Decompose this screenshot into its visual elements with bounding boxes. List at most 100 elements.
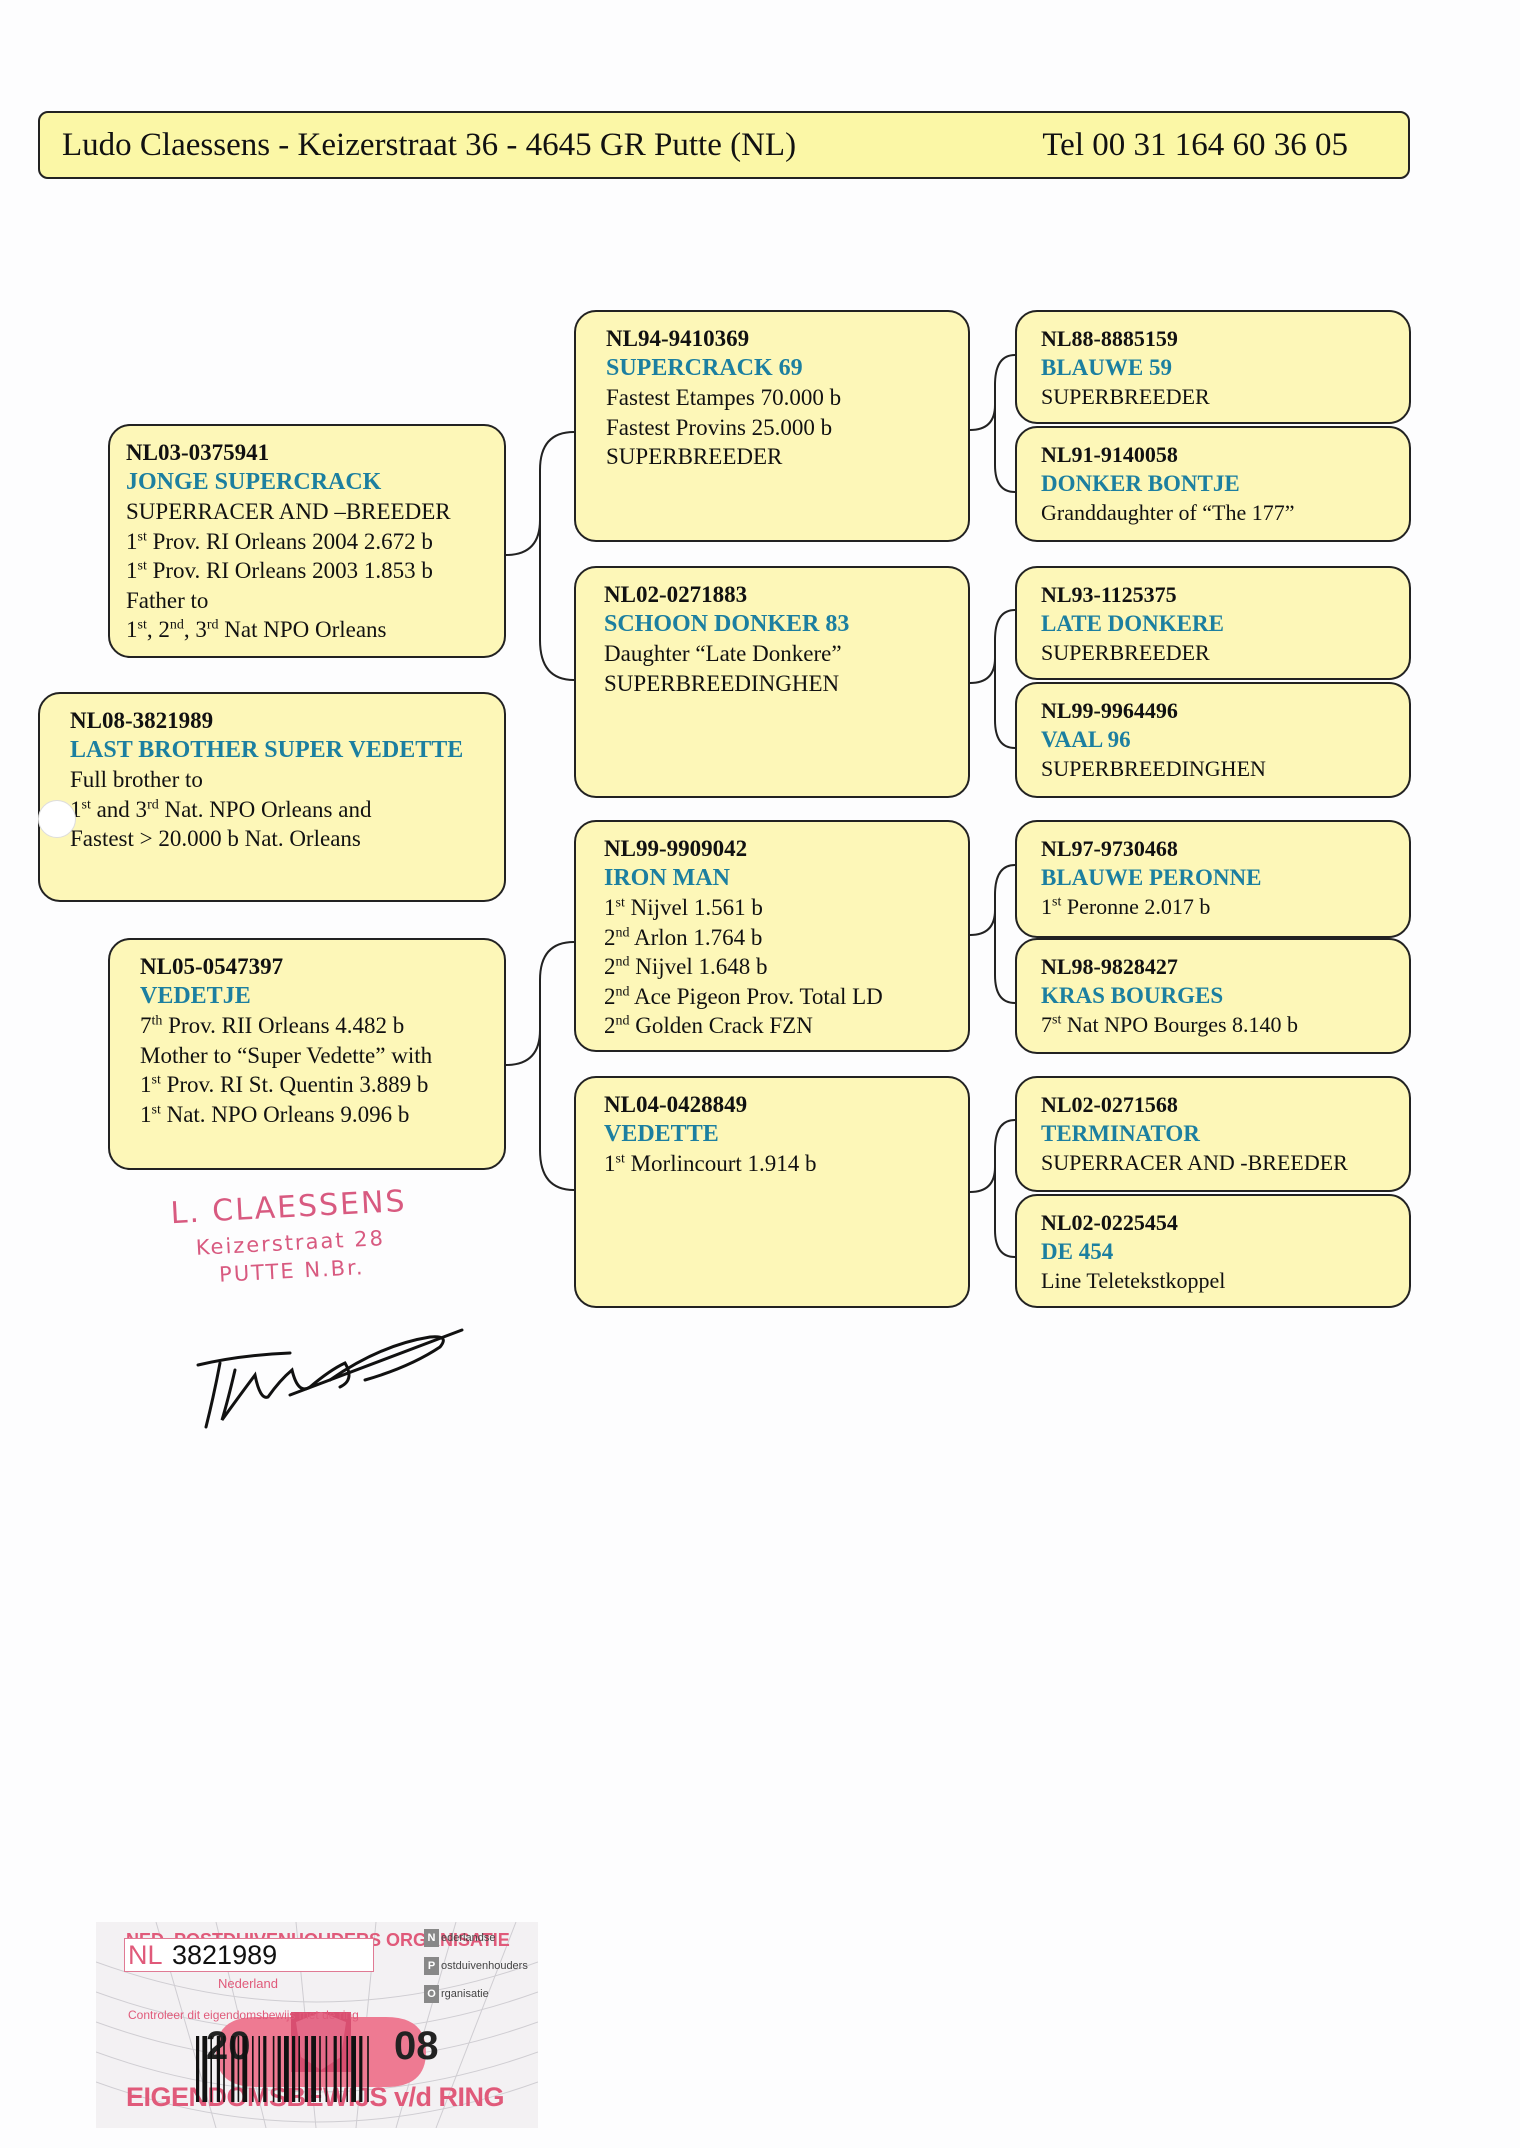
pigeon-note: 7th Prov. RII Orleans 4.482 b [140, 1013, 405, 1038]
npo-word: rganisatie [441, 1988, 489, 2000]
pigeon-note: 1st Morlincourt 1.914 b [604, 1151, 817, 1176]
grandparent-card: NL02-0271883 SCHOON DONKER 83 Daughter “… [574, 566, 970, 798]
pigeon-note: 1st Peronne 2.017 b [1041, 894, 1211, 919]
barcode-bar [216, 2036, 220, 2102]
npo-letter: N [424, 1929, 439, 1947]
pigeon-note: Mother to “Super Vedette” with [140, 1042, 433, 1068]
signature-mark [196, 1328, 464, 1429]
pigeon-note: 1st Prov. RI Orleans 2004 2.672 b [126, 528, 433, 554]
pigeon-note: Line Teletekstkoppel [1041, 1268, 1226, 1293]
npo-letter: P [424, 1957, 439, 1975]
pigeon-note: SUPERRACER AND -BREEDER [1041, 1150, 1348, 1175]
pigeon-name: VEDETJE [140, 982, 251, 1009]
barcode-bar [237, 2036, 240, 2102]
pigeon-note: Fastest > 20.000 b Nat. Orleans [70, 826, 361, 851]
pigeon-note: SUPERBREEDINGHEN [604, 670, 840, 696]
pigeon-ring-id: NL08-3821989 [70, 708, 214, 733]
pigeon-name: IRON MAN [604, 864, 730, 891]
father-card: NL03-0375941 JONGE SUPERCRACK SUPERRACER… [108, 424, 506, 658]
barcode-bar [231, 2036, 235, 2102]
great-grandparent-card: NL98-9828427 KRAS BOURGES 7st Nat NPO Bo… [1015, 938, 1411, 1054]
pigeon-note: 1st Prov. RI Orleans 2003 1.853 b [126, 558, 433, 583]
pigeon-ring-id: NL91-9140058 [1041, 442, 1178, 467]
pigeon-note: Granddaughter of “The 177” [1041, 500, 1295, 525]
great-grandparent-card: NL02-0271568 TERMINATOR SUPERRACER AND -… [1015, 1076, 1411, 1192]
pigeon-note: 2nd Arlon 1.764 b [604, 924, 763, 950]
barcode-bar [242, 2036, 248, 2102]
pigeon-note: 2nd Golden Crack FZN [604, 1013, 813, 1038]
barcode-bar [325, 2036, 328, 2102]
pigeon-ring-id: NL02-0271568 [1041, 1092, 1178, 1117]
breeder-address: Ludo Claessens - Keizerstraat 36 - 4645 … [62, 127, 797, 163]
pigeon-note: 1st Nijvel 1.561 b [604, 895, 763, 920]
subject-card: NL08-3821989 LAST BROTHER SUPER VEDETTE … [38, 692, 506, 902]
barcode-bar [319, 2036, 321, 2102]
barcode-bar [367, 2036, 369, 2102]
mother-card: NL05-0547397 VEDETJE 7th Prov. RII Orlea… [108, 938, 506, 1170]
ring-year-emblem [216, 2012, 426, 2087]
pigeon-note: SUPERBREEDER [606, 444, 783, 469]
pigeon-note: Father to [126, 587, 209, 613]
npo-letter: O [424, 1985, 439, 2003]
pigeon-note: 1st, 2nd, 3rd Nat NPO Orleans [126, 617, 387, 642]
pigeon-ring-id: NL05-0547397 [140, 954, 284, 979]
pigeon-ring-id: NL99-9964496 [1041, 698, 1178, 723]
breeder-phone: Tel 00 31 164 60 36 05 [1042, 127, 1348, 163]
ring-number-box [124, 1938, 374, 1972]
great-grandparent-card: NL93-1125375 LATE DONKERE SUPERBREEDER [1015, 566, 1411, 680]
barcode-bar [333, 2036, 337, 2102]
punch-hole [38, 800, 76, 838]
pigeon-ring-id: NL94-9410369 [606, 326, 750, 351]
pigeon-note: 7st Nat NPO Bourges 8.140 b [1041, 1012, 1299, 1037]
great-grandparent-card: NL97-9730468 BLAUWE PERONNE 1st Peronne … [1015, 820, 1411, 938]
barcode-bar [196, 2036, 200, 2102]
barcode-bar [258, 2036, 260, 2102]
pigeon-ring-id: NL98-9828427 [1041, 954, 1178, 979]
pigeon-name: BLAUWE 59 [1041, 355, 1172, 380]
ring-country-code: NL [128, 1940, 163, 1970]
pigeon-name: BLAUWE PERONNE [1041, 865, 1262, 890]
pigeon-ring-id: NL93-1125375 [1041, 582, 1177, 607]
barcode-bar [340, 2036, 342, 2102]
pigeon-name: LATE DONKERE [1041, 611, 1224, 636]
card-check-note: Controleer dit eigendomsbewijs met de ri… [128, 2008, 359, 2022]
pigeon-note: 2nd Nijvel 1.648 b [604, 954, 768, 979]
pigeon-ring-id: NL99-9909042 [604, 836, 748, 861]
barcode-bar [272, 2036, 275, 2102]
pigeon-note: Fastest Provins 25.000 b [606, 414, 833, 440]
breeder-stamp: L. CLAESSENS Keizerstraat 28 PUTTE N.Br. [158, 1183, 423, 1289]
pedigree-connectors [505, 354, 1016, 1258]
pigeon-name: VAAL 96 [1041, 727, 1131, 752]
pigeon-name: VEDETTE [604, 1120, 719, 1147]
barcode-bar [252, 2036, 254, 2102]
barcode-bar [359, 2036, 363, 2102]
great-grandparent-card: NL88-8885159 BLAUWE 59 SUPERBREEDER [1015, 310, 1411, 424]
pigeon-ring-id: NL02-0271883 [604, 582, 748, 607]
barcode-bar [284, 2036, 289, 2102]
contact-header: Ludo Claessens - Keizerstraat 36 - 4645 … [38, 111, 1410, 179]
ring-number: 3821989 [172, 1940, 278, 1970]
pigeon-name: LAST BROTHER SUPER VEDETTE [70, 736, 464, 763]
barcode-bar [298, 2036, 300, 2102]
pigeon-name: SUPERCRACK 69 [606, 354, 803, 381]
grandparent-card: NL94-9410369 SUPERCRACK 69 Fastest Etamp… [574, 310, 970, 542]
pigeon-name: DONKER BONTJE [1041, 471, 1240, 496]
great-grandparent-card: NL02-0225454 DE 454 Line Teletekstkoppel [1015, 1194, 1411, 1308]
pigeon-ring-id: NL97-9730468 [1041, 836, 1178, 861]
barcode-bar [346, 2036, 348, 2102]
grandparent-card: NL04-0428849 VEDETTE 1st Morlincourt 1.9… [574, 1076, 970, 1308]
barcode-bar [311, 2036, 316, 2102]
npo-word: ederlandse [441, 1932, 496, 1944]
pigeon-note: 1st and 3rd Nat. NPO Orleans and [70, 796, 372, 822]
great-grandparent-card: NL99-9964496 VAAL 96 SUPERBREEDINGHEN [1015, 682, 1411, 798]
barcode-bar [351, 2036, 356, 2102]
pigeon-ring-id: NL03-0375941 [126, 440, 270, 465]
pigeon-note: SUPERBREEDER [1041, 640, 1210, 665]
pigeon-note: SUPERBREEDINGHEN [1041, 756, 1266, 781]
ring-country: Nederland [218, 1976, 278, 1991]
barcode-bar [304, 2036, 308, 2102]
barcode-bar [202, 2036, 208, 2102]
pigeon-note: 1st Prov. RI St. Quentin 3.889 b [140, 1072, 429, 1097]
barcode [196, 2036, 369, 2102]
pigeon-note: Daughter “Late Donkere” [604, 641, 842, 666]
